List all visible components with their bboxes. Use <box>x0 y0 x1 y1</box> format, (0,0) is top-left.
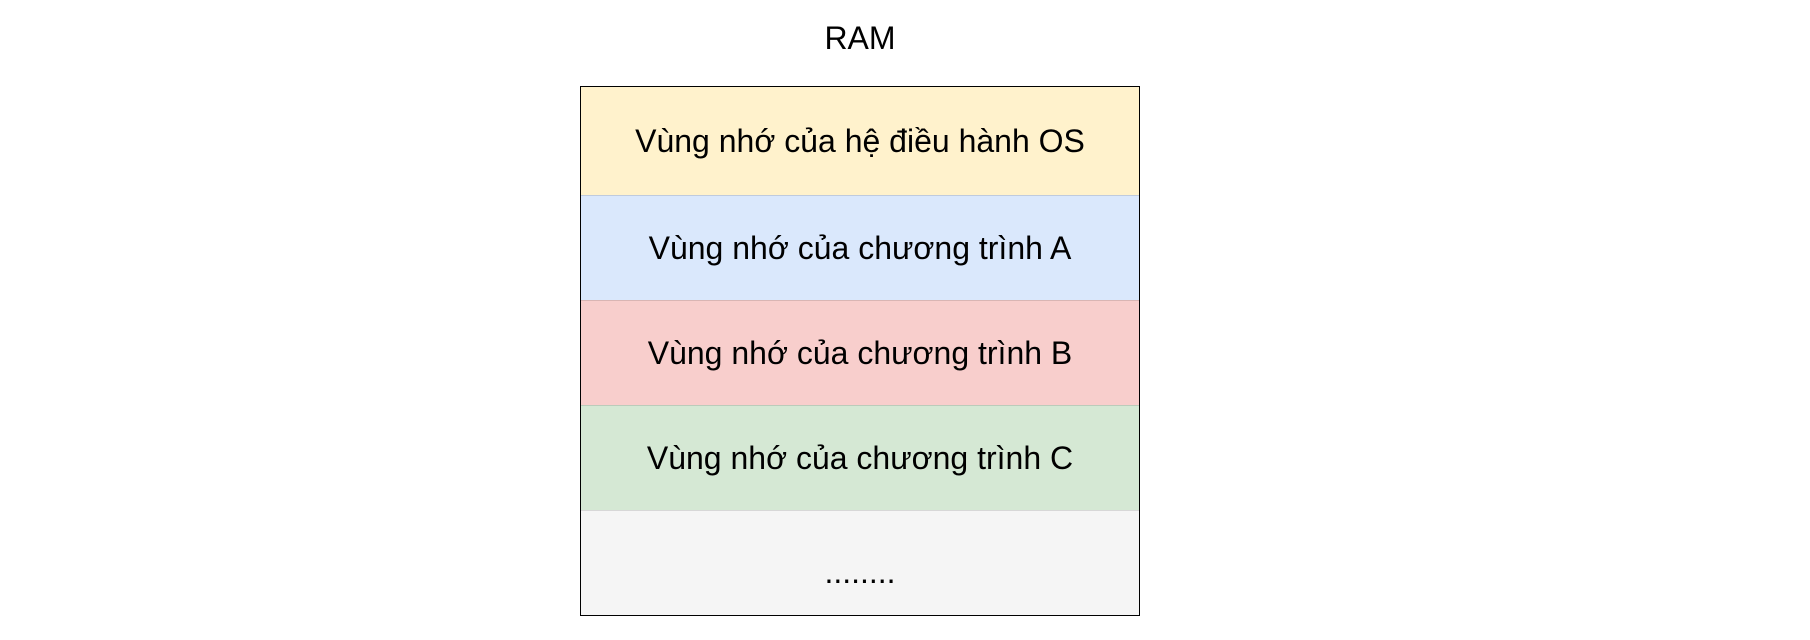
segment-program-b-memory: Vùng nhớ của chương trình B <box>581 300 1139 405</box>
segment-program-c-memory: Vùng nhớ của chương trình C <box>581 405 1139 510</box>
segment-remaining-label: ........ <box>824 553 896 590</box>
segment-program-c-label: Vùng nhớ của chương trình C <box>646 439 1074 476</box>
segment-program-a-label: Vùng nhớ của chương trình A <box>648 229 1072 266</box>
segment-os-label: Vùng nhớ của hệ điều hành OS <box>635 122 1085 159</box>
ram-title: RAM <box>824 20 896 56</box>
segment-program-a-memory: Vùng nhớ của chương trình A <box>581 195 1139 300</box>
segment-os-memory: Vùng nhớ của hệ điều hành OS <box>581 87 1139 195</box>
segment-program-b-label: Vùng nhớ của chương trình B <box>647 334 1073 371</box>
segment-remaining-memory: ........ <box>581 510 1139 615</box>
ram-memory-block: Vùng nhớ của hệ điều hành OS Vùng nhớ củ… <box>580 86 1140 616</box>
